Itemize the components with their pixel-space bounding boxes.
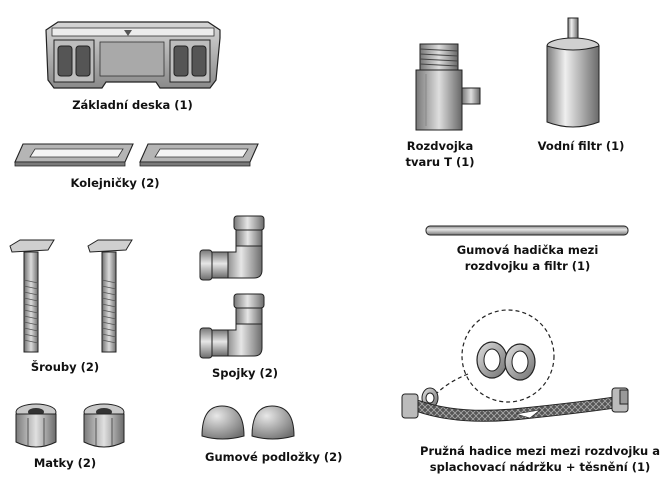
water-filter-illustration — [546, 17, 600, 128]
rails-label: Kolejničky (2) — [70, 176, 160, 190]
rubber-pads-label: Gumové podložky (2) — [205, 450, 343, 464]
water-filter-label: Vodní filtr (1) — [537, 139, 625, 153]
rubber-tube-label-line1: Gumová hadička mezi — [456, 243, 599, 257]
rubber-pads-illustration — [201, 405, 295, 440]
seal-detail-circle — [461, 309, 555, 403]
flex-hose-illustration — [401, 309, 629, 422]
base-plate-illustration — [45, 21, 221, 89]
base-plate-label: Základní deska (1) — [72, 98, 193, 112]
t-splitter-illustration — [415, 43, 481, 131]
rails-illustration — [14, 143, 259, 167]
flex-hose-label-line2: splachovací nádržku + těsnění (1) — [429, 460, 651, 474]
couplings-label: Spojky (2) — [211, 366, 279, 380]
screws-label: Šrouby (2) — [30, 360, 100, 374]
flex-hose-label-line1: Pružná hadice mezi mezi rozdvojku a — [420, 444, 660, 458]
rubber-tube-illustration — [425, 225, 629, 236]
t-splitter-label-line2: tvaru T (1) — [405, 155, 475, 169]
screws-illustration — [9, 239, 133, 353]
rubber-tube-label-line2: rozdvojku a filtr (1) — [464, 259, 591, 273]
nuts-illustration — [15, 403, 125, 448]
t-splitter-label-line1: Rozdvojka — [406, 139, 474, 153]
nuts-label: Matky (2) — [33, 456, 97, 470]
couplings-illustration — [199, 215, 265, 359]
